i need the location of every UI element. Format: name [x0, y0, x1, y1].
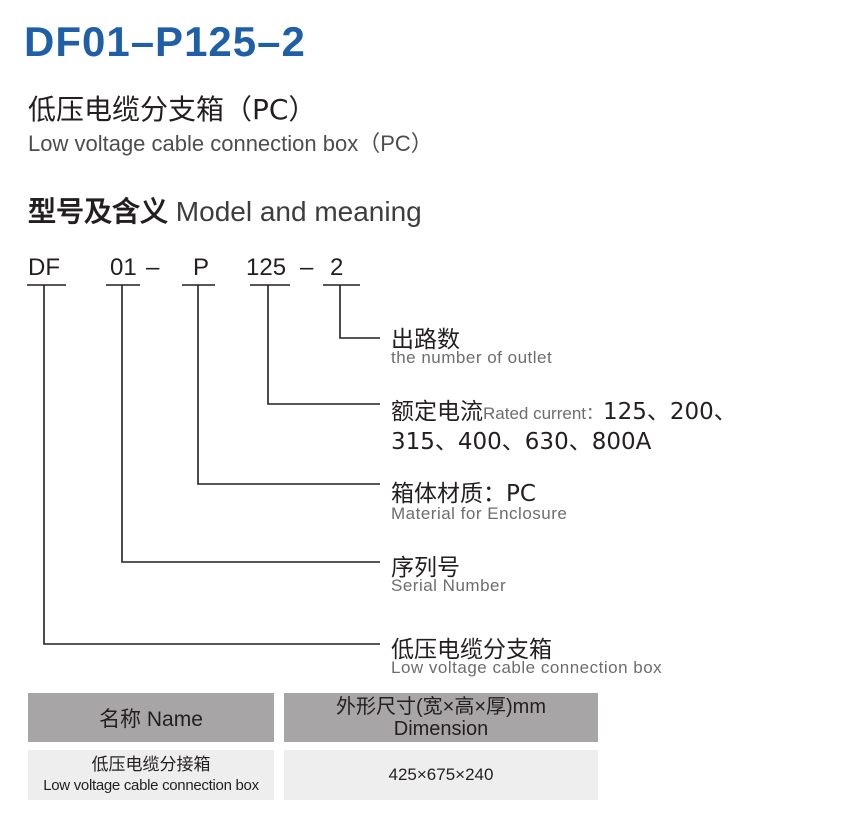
code-part-current: 125 [246, 254, 287, 281]
item-current-en: Rated current： [483, 404, 603, 423]
code-part-df: DF [28, 254, 60, 281]
item-current-values-2: 315、400、630、800A [391, 429, 652, 455]
leader-current [267, 285, 380, 405]
code-part-series: 01 [110, 254, 137, 281]
table-cell-dimension: 425×675×240 [284, 750, 598, 800]
item-outlets-en: the number of outlet [391, 348, 553, 367]
table-row: 低压电缆分接箱 Low voltage cable connection box [28, 750, 274, 800]
table-header-name: 名称 Name [28, 693, 274, 742]
leader-box [43, 285, 380, 645]
leader-material [197, 285, 380, 485]
code-part-dash-2: – [300, 254, 314, 281]
item-current-values-1: 125、200、 [603, 399, 737, 425]
item-serial-en: Serial Number [391, 576, 507, 595]
code-part-material: P [193, 254, 210, 281]
table-cell-name-cn: 低压电缆分接箱 [91, 755, 211, 775]
product-title-en: Low voltage cable connection box（PC） [28, 131, 433, 156]
item-material-en: Material for Enclosure [391, 504, 568, 523]
table-cell-name-en: Low voltage cable connection box [43, 777, 259, 794]
item-box-cn: 低压电缆分支箱 [391, 637, 552, 663]
code-part-outlets: 2 [330, 254, 344, 281]
item-outlets-cn: 出路数 [391, 327, 460, 353]
model-heading-en: Model and meaning [175, 196, 422, 227]
table-header-dimension: 外形尺寸(宽×高×厚)mm Dimension [284, 693, 598, 742]
product-code-title: DF01–P125–2 [24, 18, 306, 65]
product-title-cn: 低压电缆分支箱（PC） [28, 93, 317, 126]
item-material-cn: 箱体材质：PC [391, 481, 536, 507]
table-header-dimension-cn: 外形尺寸(宽×高×厚)mm [336, 695, 546, 718]
model-heading-cn: 型号及含义 [28, 195, 169, 228]
item-box-en: Low voltage cable connection box [391, 658, 663, 677]
item-serial-cn: 序列号 [391, 555, 460, 581]
item-current-line1: 额定电流Rated current：125、200、 [391, 392, 737, 426]
leader-outlets [339, 285, 380, 339]
table-header-name-label: 名称 Name [99, 707, 203, 731]
table-cell-dimension-value: 425×675×240 [388, 765, 494, 784]
leader-serial [121, 285, 380, 563]
table-header-dimension-en: Dimension [393, 717, 489, 740]
model-heading: 型号及含义 Model and meaning [28, 190, 422, 230]
item-current-cn: 额定电流 [391, 399, 483, 425]
code-part-dash-1: – [146, 254, 160, 281]
